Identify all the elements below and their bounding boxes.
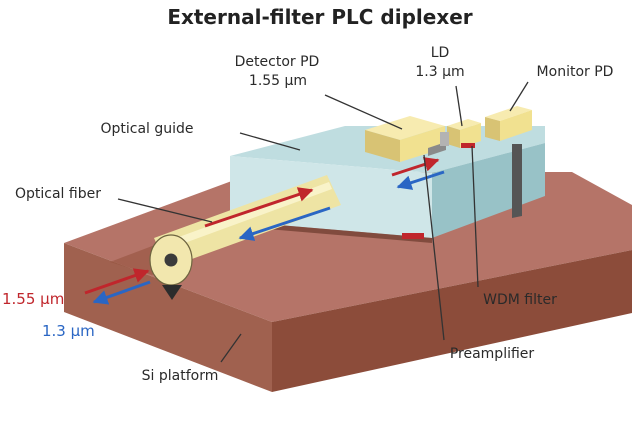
- signal-arrows: [84, 157, 445, 305]
- arrow-1550-fiber: [204, 187, 314, 228]
- fiber-core: [164, 253, 178, 267]
- label-wavelength-1300: 1.3 µm: [42, 322, 95, 340]
- label-detector-wavelength: 1.55 µm: [249, 73, 307, 89]
- chips: [365, 106, 532, 162]
- label-preamplifier: Preamplifier: [450, 346, 535, 362]
- si-platform-side: [272, 250, 632, 392]
- label-ld-wavelength: 1.3 µm: [415, 64, 464, 80]
- electrical-lead: [512, 144, 522, 218]
- label-detector-pd: Detector PD: [235, 54, 320, 70]
- red-contact-pad: [402, 233, 424, 239]
- leader-optical-guide: [239, 132, 301, 151]
- leader-wdm-filter: [471, 145, 479, 288]
- leader-si-platform: [220, 333, 242, 363]
- label-wavelength-1550: 1.55 µm: [2, 290, 64, 308]
- ld-red-stripe: [461, 143, 475, 148]
- label-monitor-pd: Monitor PD: [537, 64, 614, 80]
- label-wdm-filter: WDM filter: [483, 292, 557, 308]
- label-ld: LD: [431, 45, 450, 61]
- label-si-platform: Si platform: [142, 368, 219, 384]
- leader-optical-fiber: [117, 198, 213, 223]
- leader-ld: [455, 85, 463, 127]
- leader-preamplifier: [423, 154, 445, 341]
- arrow-1550-guide: [391, 157, 440, 177]
- detector-pd-chip: [365, 116, 445, 162]
- arrow-1550-input: [84, 268, 150, 295]
- wdm-filter-element: [428, 132, 449, 156]
- leader-lines: [117, 81, 529, 363]
- arrow-1300-fiber: [238, 206, 331, 241]
- ld-chip: [447, 119, 481, 148]
- leader-detector-pd: [324, 94, 403, 130]
- leader-monitor-pd: [509, 81, 529, 112]
- arrow-1300-guide: [396, 170, 445, 190]
- label-optical-fiber: Optical fiber: [15, 186, 101, 202]
- arrow-1300-output: [92, 280, 151, 305]
- fiber-support: [162, 285, 182, 300]
- si-platform-front: [64, 243, 272, 392]
- label-optical-guide: Optical guide: [100, 121, 193, 137]
- diagram-title: External-filter PLC diplexer: [167, 5, 472, 29]
- monitor-pd-chip: [485, 106, 532, 141]
- guide-base-shadow: [232, 221, 432, 243]
